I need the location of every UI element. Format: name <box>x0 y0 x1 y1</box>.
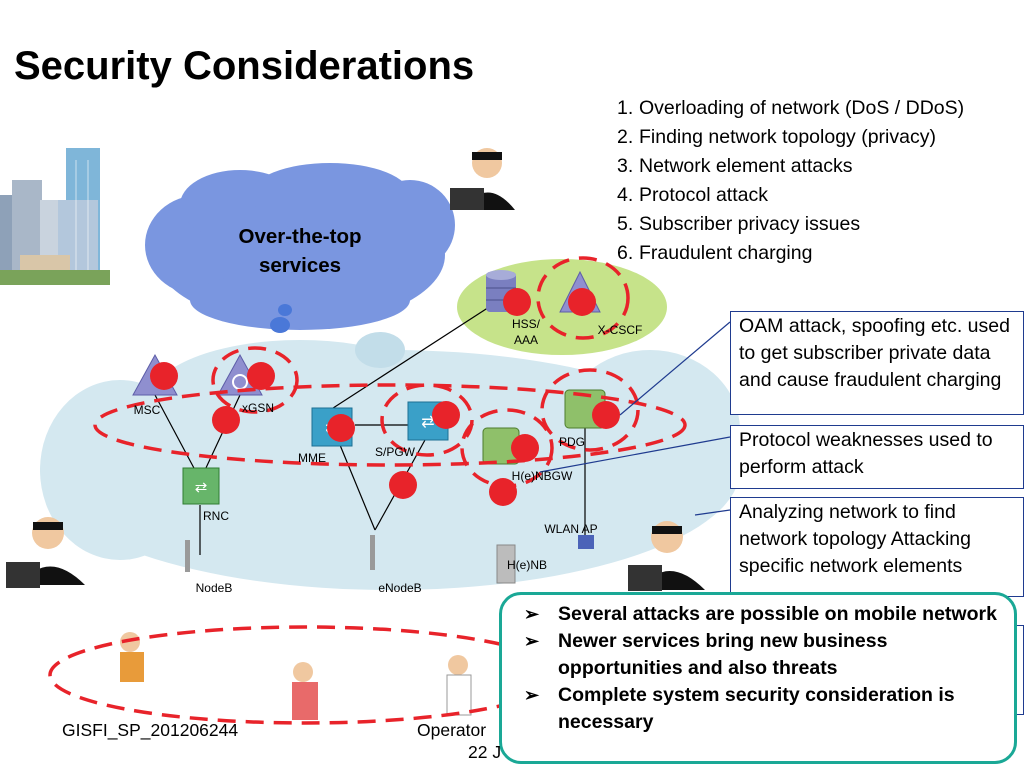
summary-text: Newer services bring new business opport… <box>558 630 888 679</box>
city-buildings-icon <box>0 148 110 285</box>
threat-text: Finding network topology (privacy) <box>639 126 936 148</box>
callout-oam: OAM attack, spoofing etc. used to get su… <box>730 311 1024 415</box>
threat-item: 6.Fraudulent charging <box>617 240 964 269</box>
hacker-right-icon <box>628 521 705 591</box>
henb-label: H(e)NB <box>507 558 547 572</box>
xcscf-label: X-CSCF <box>598 323 643 337</box>
wlan-ap-label: WLAN AP <box>544 522 597 536</box>
threat-item: 4.Protocol attack <box>617 182 964 211</box>
arrow-bullet-icon: ➢ <box>524 685 540 705</box>
rnc-icon <box>182 467 220 505</box>
henb-icon <box>496 544 516 584</box>
svg-text:⇄: ⇄ <box>421 414 434 431</box>
footer-left: GISFI_SP_201206244 <box>62 720 239 740</box>
threat-number: 2. <box>617 126 634 148</box>
threat-number: 1. <box>617 97 634 119</box>
hss-label-2: AAA <box>514 333 538 347</box>
spgw-label: S/PGW <box>375 445 416 459</box>
summary-item: ➢ Several attacks are possible on mobile … <box>524 601 1000 628</box>
cloud-label-line1: Over-the-top <box>239 225 362 248</box>
summary-text: Complete system security consideration i… <box>558 684 955 733</box>
threat-text: Overloading of network (DoS / DDoS) <box>639 97 965 119</box>
summary-item: ➢ Complete system security consideration … <box>524 682 1000 736</box>
threat-number: 6. <box>617 242 634 264</box>
threat-number: 4. <box>617 184 634 206</box>
henbgw-label: H(e)NBGW <box>512 469 573 483</box>
footer-center-line1: Operator <box>417 720 487 740</box>
callout-protocol: Protocol weaknesses used to perform atta… <box>730 425 1024 489</box>
user-man-icon <box>446 655 472 716</box>
summary-box: ➢ Several attacks are possible on mobile … <box>499 592 1017 764</box>
page-title: Security Considerations <box>14 44 475 88</box>
threat-text: Network element attacks <box>639 155 853 177</box>
nodeb-antenna-icon <box>185 540 190 572</box>
xgsn-label: xGSN <box>242 401 274 415</box>
hacker-left-icon <box>6 517 85 588</box>
summary-item: ➢ Newer services bring new business oppor… <box>524 628 1000 682</box>
summary-text: Several attacks are possible on mobile n… <box>558 603 997 625</box>
cloud-label-line2: services <box>259 254 341 277</box>
threat-number: 3. <box>617 155 634 177</box>
hacker-top-icon <box>450 148 515 210</box>
msc-label: MSC <box>134 403 161 417</box>
user-camera-icon <box>120 632 144 682</box>
threat-item: 2.Finding network topology (privacy) <box>617 124 964 153</box>
enodeb-antenna-icon <box>370 535 375 570</box>
mme-label: MME <box>298 451 326 465</box>
nodeb-label: NodeB <box>196 581 233 595</box>
threat-text: Fraudulent charging <box>639 242 813 264</box>
threat-item: 1.Overloading of network (DoS / DDoS) <box>617 95 964 124</box>
ott-cloud <box>145 163 455 333</box>
footer-center-line2: 22 J <box>468 742 502 762</box>
threat-number: 5. <box>617 213 634 235</box>
enodeb-label: eNodeB <box>378 581 421 595</box>
threat-item: 3.Network element attacks <box>617 153 964 182</box>
attack-points <box>150 288 620 506</box>
hss-label-1: HSS/ <box>512 317 541 331</box>
arrow-bullet-icon: ➢ <box>524 631 540 651</box>
pdg-label: PDG <box>559 435 585 449</box>
wlan-ap-icon <box>578 535 594 549</box>
callout-topology: Analyzing network to find network topolo… <box>730 497 1024 597</box>
user-woman-icon <box>292 662 318 720</box>
svg-text:⇄: ⇄ <box>195 479 208 496</box>
threat-item: 5.Subscriber privacy issues <box>617 211 964 240</box>
threat-list: 1.Overloading of network (DoS / DDoS) 2.… <box>617 95 964 269</box>
threat-text: Protocol attack <box>639 184 768 206</box>
threat-text: Subscriber privacy issues <box>639 213 861 235</box>
rnc-label: RNC <box>203 509 229 523</box>
arrow-bullet-icon: ➢ <box>524 604 540 624</box>
